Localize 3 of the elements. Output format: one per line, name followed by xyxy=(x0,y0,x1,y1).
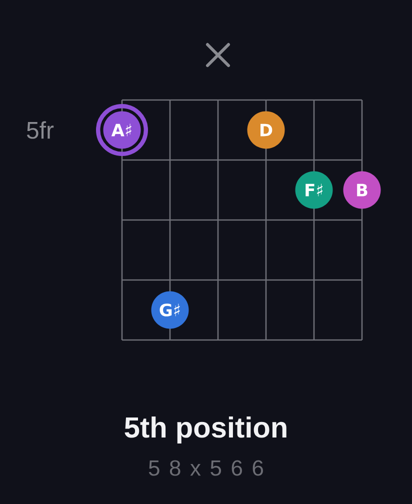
fingering-text: 5 8 x 5 6 6 xyxy=(148,460,263,476)
position-title: 5th position xyxy=(124,416,286,444)
fret-number: 5fr xyxy=(26,121,54,139)
